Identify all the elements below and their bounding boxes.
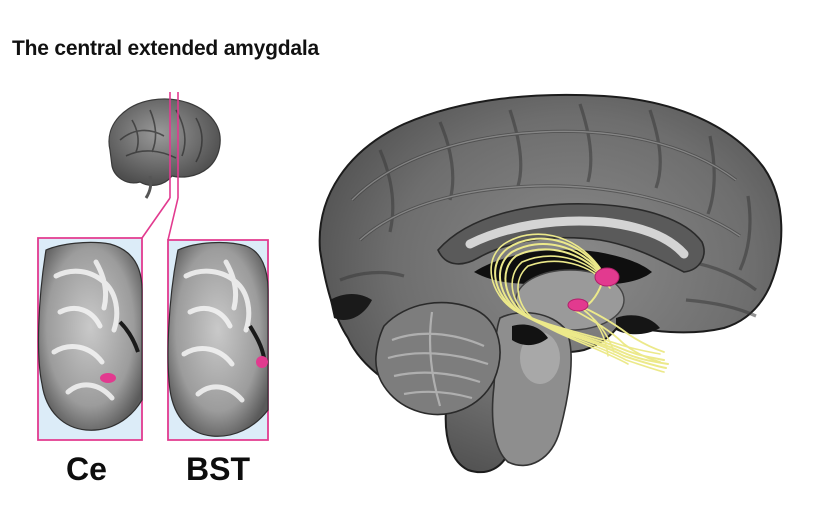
- panel-label-ce: Ce: [66, 451, 107, 487]
- fiber-tract: [490, 233, 669, 373]
- sagittal-highlights: [567, 267, 620, 312]
- coronal-panel-ce: [37, 237, 143, 441]
- coronal-panel-bst: [167, 239, 269, 441]
- figure-title: The central extended amygdala: [12, 37, 319, 60]
- ce-highlight: [100, 373, 116, 383]
- small-brain-icon: [108, 98, 221, 199]
- slice-indicator-lines: [141, 92, 179, 241]
- sagittal-brain: [318, 93, 783, 474]
- bst-highlight: [256, 356, 268, 368]
- panel-label-bst: BST: [186, 451, 250, 487]
